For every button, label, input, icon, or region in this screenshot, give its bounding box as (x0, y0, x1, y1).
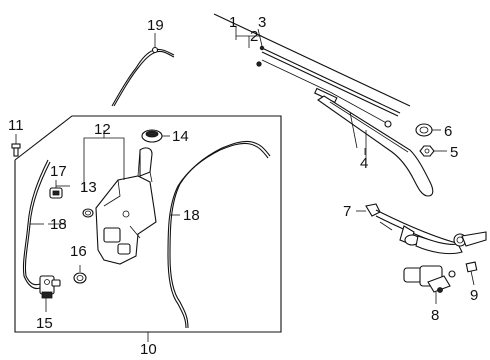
callout-4: 4 (360, 155, 368, 172)
callout-3: 3 (258, 14, 266, 31)
callout-15: 15 (36, 315, 53, 332)
washer-tank (83, 130, 157, 265)
grommet-13 (82, 208, 94, 218)
washer-system-frame (14, 115, 282, 342)
washer-pump (39, 275, 61, 312)
hose-18-left (22, 159, 51, 290)
arm-cap (415, 123, 441, 137)
callout-labels: 1 3 2 19 12 14 11 13 17 18 18 16 15 10 6… (8, 14, 478, 358)
callout-18-right: 18 (183, 207, 200, 224)
callout-10: 10 (140, 341, 157, 358)
callout-8: 8 (431, 307, 439, 324)
callout-1: 1 (229, 14, 237, 31)
wiper-motor (403, 265, 456, 304)
hose-19 (111, 33, 175, 107)
grommet-16 (73, 265, 87, 284)
callout-14: 14 (172, 128, 189, 145)
wiper-arm (317, 95, 434, 197)
callout-2: 2 (250, 28, 258, 45)
callout-17: 17 (50, 163, 67, 180)
callout-9: 9 (470, 287, 478, 304)
callout-19: 19 (147, 17, 164, 34)
wiper-blade-assembly (213, 13, 411, 128)
callout-12: 12 (94, 121, 111, 138)
leader-lines (48, 28, 366, 225)
callout-5: 5 (450, 144, 458, 161)
tank-cap (141, 129, 170, 143)
bolt (11, 134, 21, 157)
callout-11: 11 (8, 117, 24, 134)
hose-18-right (167, 140, 271, 329)
callout-18-left: 18 (50, 216, 67, 233)
callout-16: 16 (70, 243, 87, 260)
callout-13: 13 (80, 179, 97, 196)
washer-nozzle (49, 180, 63, 199)
wiper-linkage (356, 203, 487, 255)
arm-nut (419, 145, 447, 157)
wiper-clip (465, 261, 478, 286)
callout-6: 6 (444, 123, 452, 140)
callout-7: 7 (343, 203, 351, 220)
